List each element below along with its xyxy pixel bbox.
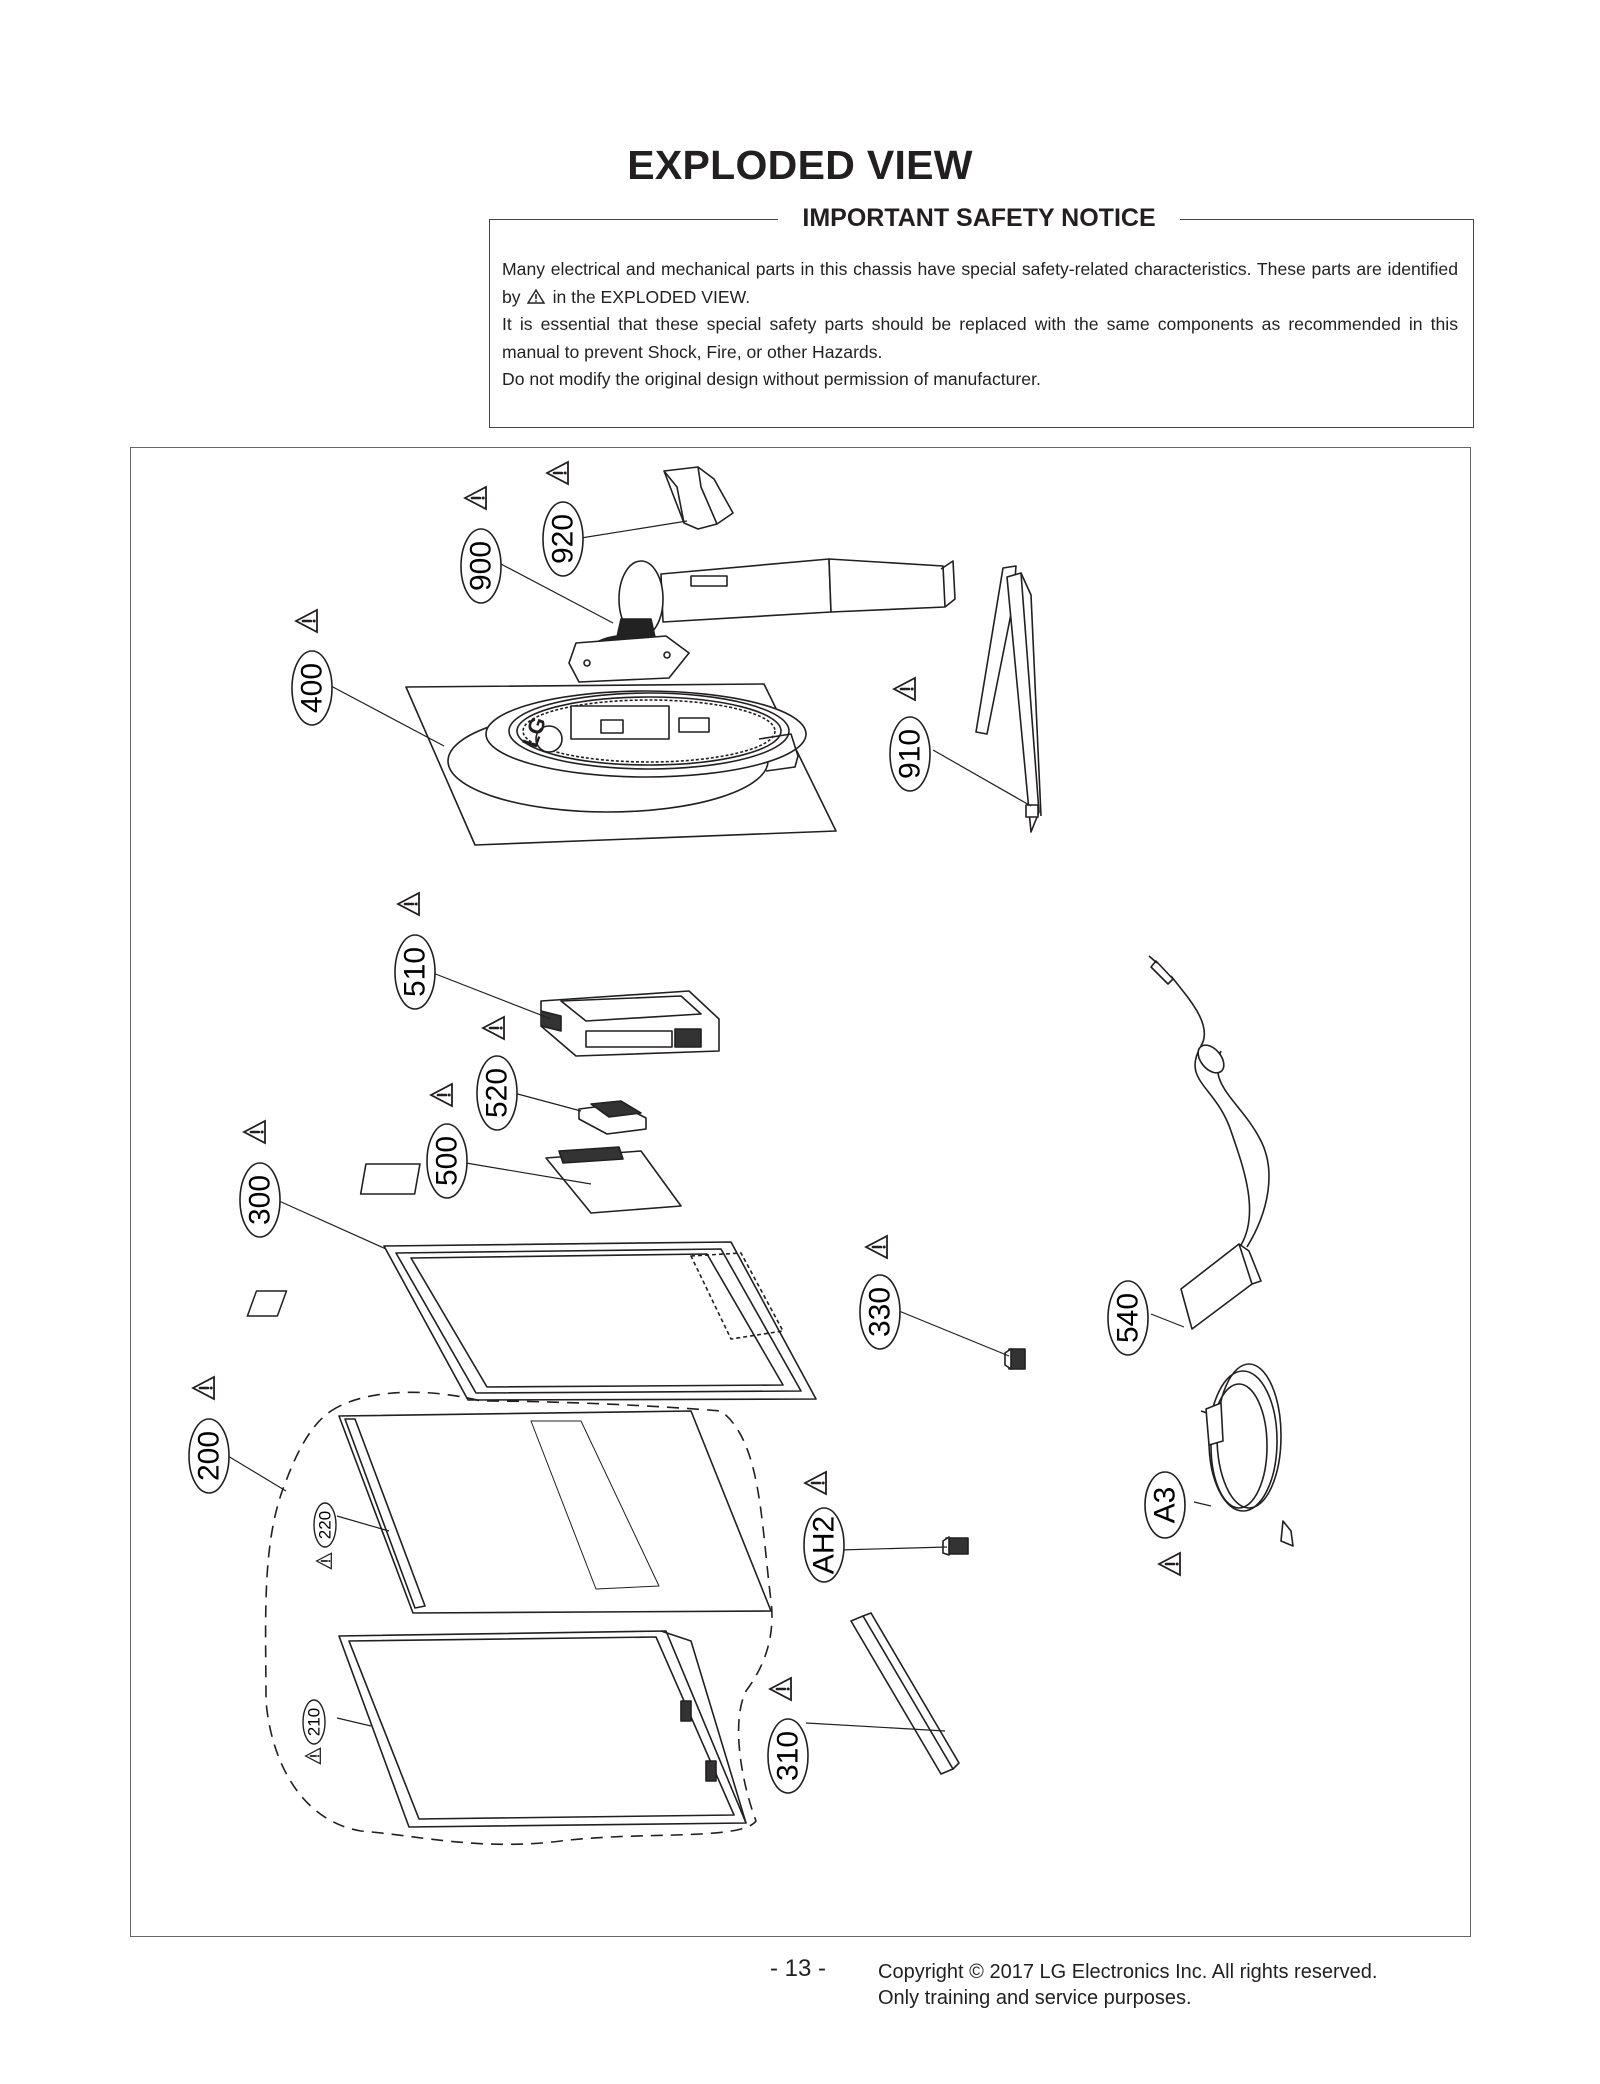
notice-paragraph-1: Many electrical and mechanical parts in … [502,256,1458,311]
part-500-sub-board [359,1146,682,1214]
part-520-heat-sink [578,1100,647,1135]
part-210-lcd-module [338,1630,747,1828]
svg-text:910: 910 [894,729,927,779]
svg-text:210: 210 [305,1708,324,1736]
callout-400: 400 [291,608,333,726]
warning-triangle-icon [396,891,421,917]
svg-text:220: 220 [316,1511,335,1539]
callout-500: 500 [426,1082,468,1199]
warning-triangle-icon [803,1470,828,1496]
callout-ah2: AH2 [803,1470,845,1583]
svg-text:540: 540 [1112,1293,1145,1343]
warning-triangle-icon [463,485,488,511]
copyright-notice: Copyright © 2017 LG Electronics Inc. All… [878,1959,1377,2011]
part-300-middle-cabinet [246,1241,817,1401]
warning-triangle-icon [545,460,570,486]
safety-notice-box [489,219,1474,428]
svg-text:330: 330 [864,1287,897,1337]
svg-text:510: 510 [399,947,432,997]
warning-triangle-icon [429,1082,454,1108]
callout-300: 300 [239,1119,281,1238]
warning-triangle-icon [892,676,917,702]
svg-text:900: 900 [465,541,498,591]
part-a3-power-cord [1200,1363,1294,1547]
callout-510: 510 [394,891,436,1010]
part-ah2-connector [942,1536,969,1556]
svg-text:520: 520 [481,1068,514,1118]
svg-text:A3: A3 [1149,1487,1182,1524]
warning-triangle-icon [294,608,319,634]
callout-210: 210 [302,1699,326,1765]
warning-triangle-icon [304,1747,322,1765]
notice-rule-left [489,219,778,220]
warning-triangle-icon [768,1676,793,1702]
callout-540: 540 [1107,1280,1149,1356]
notice-paragraph-3: Do not modify the original design withou… [502,369,1041,389]
warning-triangle-icon [191,1375,216,1401]
copyright-line-2: Only training and service purposes. [878,1987,1192,2009]
callout-330: 330 [859,1234,901,1350]
notice-paragraph-2: It is essential that these special safet… [502,314,1458,362]
notice-text-1a: Many electrical and mechanical parts in … [502,259,1458,307]
warning-triangle-icon [481,1015,506,1041]
part-920-cover [663,466,734,530]
callout-900: 900 [460,485,502,604]
part-910-stand-base [975,565,1042,833]
callout-520: 520 [476,1015,518,1131]
warning-triangle-icon [315,1552,333,1570]
svg-text:200: 200 [193,1431,226,1481]
callout-910: 910 [889,676,931,792]
svg-text:400: 400 [296,663,329,713]
safety-notice-body: Many electrical and mechanical parts in … [502,256,1458,394]
callout-200: 200 [188,1375,230,1494]
notice-rule-right [1180,219,1473,220]
callout-310: 310 [767,1676,809,1794]
callout-220: 220 [313,1502,337,1570]
notice-text-1b: in the EXPLODED VIEW. [552,286,751,307]
exploded-view-frame: LG 920 900 400 910 510 52 [59,447,1471,1937]
svg-text:AH2: AH2 [808,1516,841,1574]
callout-a3: A3 [1144,1471,1186,1577]
part-510-main-board [540,990,720,1057]
copyright-line-1: Copyright © 2017 LG Electronics Inc. All… [878,1961,1378,1983]
warning-triangle-icon [526,288,545,304]
part-220-front-frame [59,1410,772,1614]
safety-notice-title: IMPORTANT SAFETY NOTICE [802,204,1156,232]
part-drawings [59,466,1294,1846]
svg-text:500: 500 [431,1136,464,1186]
warning-triangle-icon [864,1234,889,1260]
svg-text:300: 300 [244,1175,277,1225]
part-900-stand-arm [568,558,956,683]
part-400-back-cover [405,683,837,846]
part-310-bracket [850,1612,960,1775]
page-title: EXPLODED VIEW [627,142,973,188]
part-330-clip [1004,1348,1026,1370]
part-540-adapter [1148,955,1270,1330]
warning-triangle-icon [242,1119,267,1145]
warning-triangle-icon [1157,1551,1182,1577]
exploded-view-diagram: LG 920 900 400 910 510 52 [59,460,1294,1846]
part-callouts: 920 900 400 910 510 520 [188,460,1186,1794]
svg-text:920: 920 [547,514,580,564]
leader-lines [227,520,1212,1732]
callout-920: 920 [542,460,584,577]
svg-text:310: 310 [772,1731,805,1781]
page-number: - 13 - [770,1955,827,1982]
